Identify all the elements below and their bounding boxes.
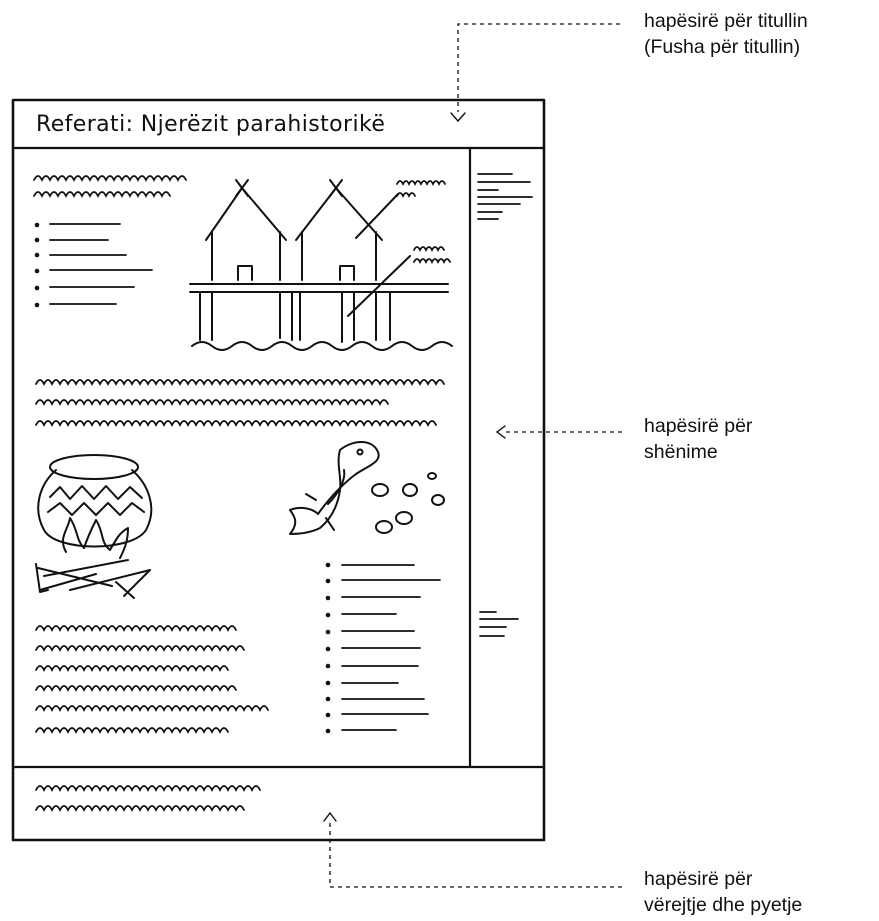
callout-remarks-line-1: hapësirë për bbox=[644, 868, 753, 890]
callout-leaders bbox=[329, 23, 622, 888]
bullet-list-left bbox=[49, 223, 153, 305]
callout-remarks-area: hapësirë për vërejtje dhe pyetje bbox=[644, 866, 802, 918]
bullet-list-left-dots bbox=[34, 222, 40, 308]
scribble-house-label-2 bbox=[413, 246, 451, 265]
cooking-pot-icon bbox=[35, 454, 153, 599]
remarks-leader bbox=[329, 822, 622, 888]
callout-notes-line-1: hapësirë për bbox=[644, 415, 753, 437]
pebbles-icon bbox=[371, 472, 445, 534]
bullet-list-right-dots bbox=[325, 562, 331, 734]
callout-title-line-2: (Fusha për titullin) bbox=[644, 36, 801, 58]
scribble-paragraph-1 bbox=[35, 379, 445, 428]
scribble-text bbox=[33, 175, 451, 813]
title-arrowhead-icon bbox=[450, 112, 466, 123]
bullet-list-right bbox=[341, 564, 441, 731]
callout-title-area: hapësirë për titullin (Fusha për titulli… bbox=[644, 8, 808, 60]
callout-notes-line-2: shënime bbox=[644, 441, 718, 463]
title-leader bbox=[457, 23, 620, 112]
notes-lines bbox=[477, 173, 533, 637]
notes-arrowhead-icon bbox=[495, 425, 506, 439]
callout-remarks-line-2: vërejtje dhe pyetje bbox=[644, 894, 803, 916]
scribble-paragraph-2 bbox=[35, 625, 269, 735]
scribble-house-label-1 bbox=[396, 180, 446, 199]
remarks-arrowhead-icon bbox=[323, 811, 337, 822]
page-frame bbox=[11, 98, 546, 842]
stilt-houses-icon bbox=[189, 179, 453, 351]
scribble-footer bbox=[35, 785, 261, 813]
scribble-heading bbox=[33, 175, 187, 199]
callout-title-line-1: hapësirë për titullin bbox=[644, 10, 808, 32]
worksheet-title: Referati: Njerëzit parahistorikë bbox=[36, 112, 386, 137]
callout-notes-area: hapësirë për shënime bbox=[644, 413, 752, 465]
fish-icon bbox=[289, 441, 380, 535]
